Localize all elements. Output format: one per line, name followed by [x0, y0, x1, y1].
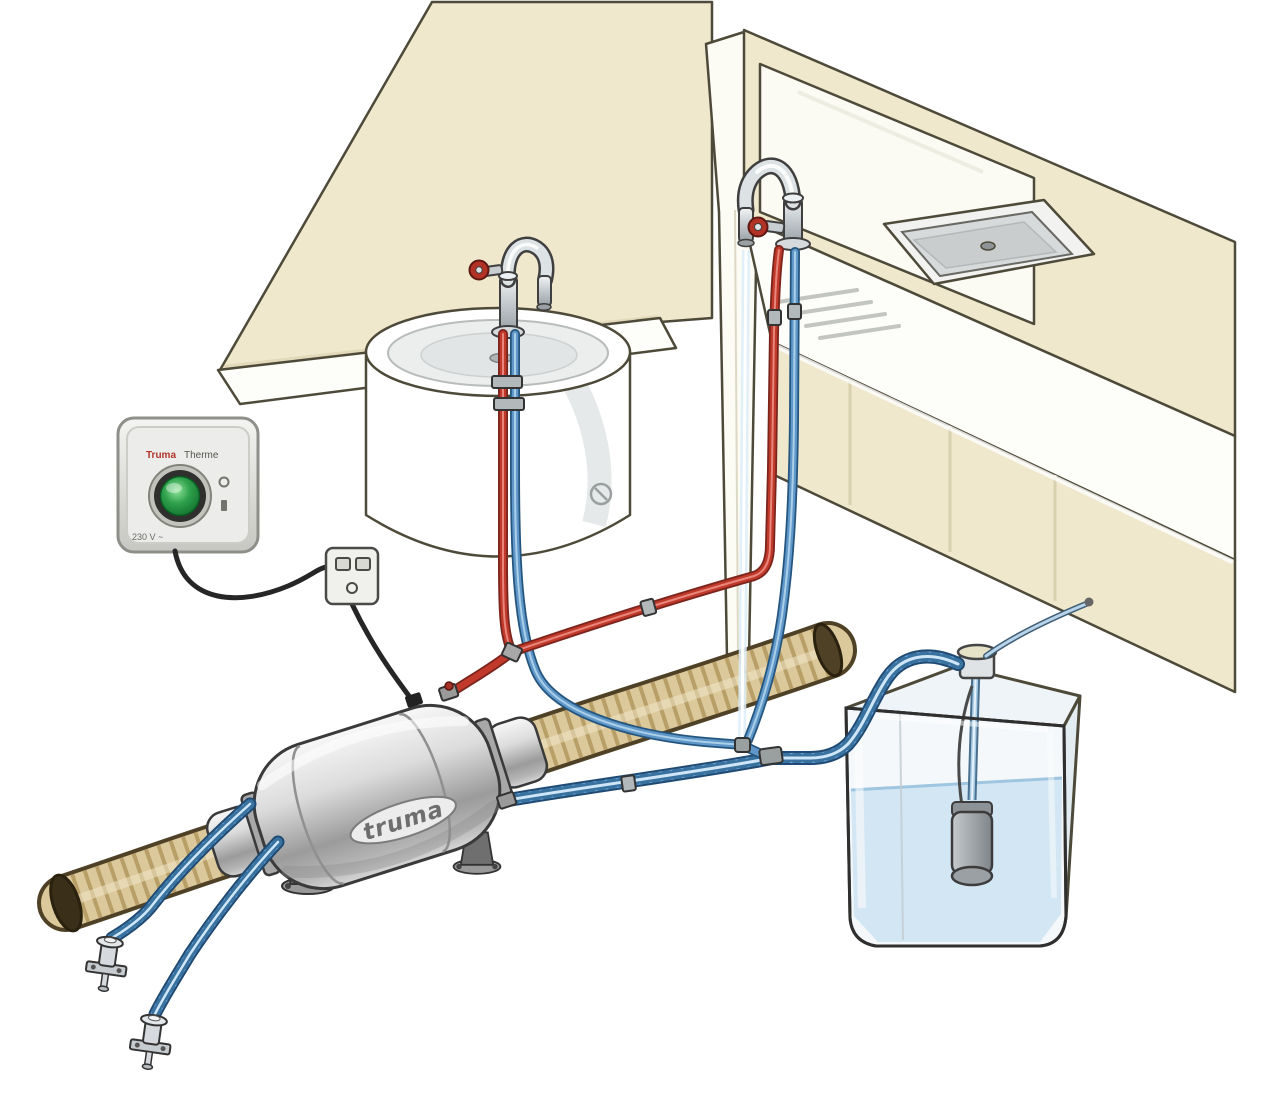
drain-valve-1 [84, 935, 128, 993]
drain-valve-2 [128, 1013, 172, 1071]
water-heater: truma [205, 703, 549, 891]
connector-box [324, 546, 380, 606]
panel-model-label: Therme [184, 450, 219, 461]
cold-inlet-nut [496, 791, 518, 810]
hot-tee [501, 641, 524, 663]
tube-clamp [620, 774, 637, 793]
sink-drain [980, 241, 996, 251]
water-container [844, 597, 1094, 948]
tube-clamp [767, 309, 782, 326]
water-stream [738, 249, 750, 743]
spout-nozzle [536, 303, 552, 311]
panel-voltage-label: 230 V ~ [132, 532, 163, 542]
power-plug [405, 692, 423, 708]
submersible-pump [950, 665, 994, 887]
sink-faucet [736, 157, 811, 251]
panel-brand-label: Truma [146, 450, 176, 461]
drain-tubes [105, 797, 285, 1021]
tube-clamp [491, 375, 523, 389]
vent-tube [983, 597, 1094, 659]
basin-faucet [468, 236, 555, 339]
duct-end [812, 622, 844, 678]
tube-clamp [787, 303, 802, 320]
power-cable [172, 548, 415, 703]
indicator-mark [218, 476, 230, 488]
power-button [159, 475, 201, 517]
tube-clamp [493, 397, 525, 411]
pipe-fittings [405, 303, 802, 810]
control-panel: Truma Therme 230 V ~ [116, 416, 260, 554]
tee-junction [758, 745, 784, 767]
tube-clamp [639, 597, 658, 617]
duct-open-end [49, 873, 83, 933]
cold-water-lines [510, 247, 800, 762]
door-latch [589, 482, 613, 506]
heater-logo-badge [349, 795, 457, 845]
spout-nozzle [737, 238, 755, 248]
tee-junction [734, 737, 751, 753]
